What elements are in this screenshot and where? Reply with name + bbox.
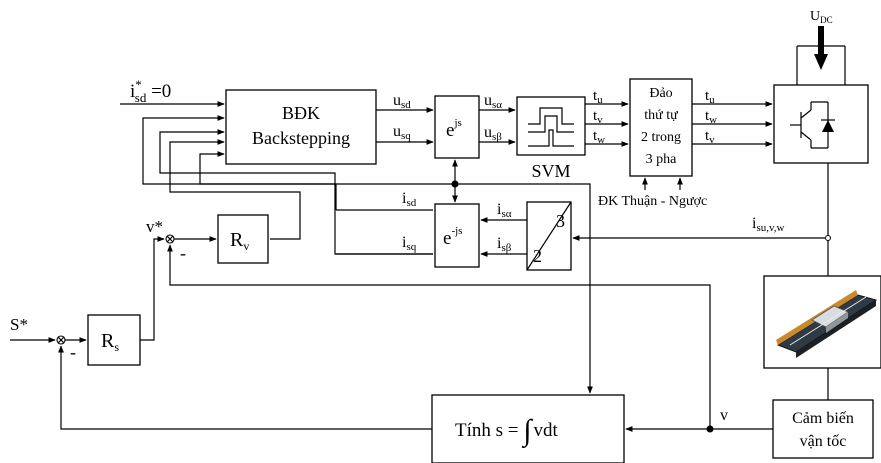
reorder-line-1: Đảo bbox=[649, 86, 672, 101]
position-summing-junction bbox=[56, 335, 66, 345]
sensor-label-line2: vận tốc bbox=[800, 433, 847, 450]
rs-label: Rs bbox=[101, 330, 119, 354]
integrator-label: Tính s = ∫vdt bbox=[455, 414, 558, 449]
svm-label: SVM bbox=[531, 161, 570, 181]
t-out-top-label: tu bbox=[705, 88, 715, 106]
isq-label: isq bbox=[402, 234, 417, 253]
t-out-bot-label: tv bbox=[705, 128, 715, 146]
isbeta-label: isβ bbox=[497, 235, 512, 254]
inverse-park-block: e-js bbox=[434, 203, 480, 268]
usalpha-label: usα bbox=[484, 92, 502, 111]
reorder-line-2: thứ tự bbox=[644, 108, 678, 123]
park-label: ejs bbox=[446, 117, 462, 141]
phase-reorder-block: Đảo thứ tự 2 trong 3 pha bbox=[629, 78, 693, 177]
s-feedback-wire bbox=[58, 345, 432, 430]
t-svm-top-label: tu bbox=[593, 88, 603, 106]
isd-ref-label: i*sd =0 bbox=[130, 77, 171, 105]
direction-label: ĐK Thuận - Ngược bbox=[598, 194, 707, 209]
bdk-backstepping-block: BĐK Backstepping bbox=[225, 89, 377, 165]
v-label: v bbox=[720, 407, 728, 424]
isd-label: isd bbox=[402, 190, 417, 209]
isuvw-label: isu,v,w bbox=[752, 215, 785, 234]
position-integrator-block: Tính s = ∫vdt bbox=[431, 394, 625, 463]
inverter-block bbox=[773, 84, 869, 164]
minus-speed-label: - bbox=[180, 243, 186, 263]
usbeta-label: usβ bbox=[484, 124, 502, 143]
speed-sensor-block: Cảm biến vận tốc bbox=[772, 399, 874, 459]
clarke-top-label: 3 bbox=[556, 211, 565, 231]
t-out-mid-label: tw bbox=[705, 108, 717, 126]
svm-pulse-2 bbox=[528, 115, 574, 133]
minus-position-label: - bbox=[70, 342, 76, 362]
t-svm-mid-label: tv bbox=[593, 108, 603, 126]
svm-pulse-3 bbox=[528, 129, 574, 147]
motor-image bbox=[763, 275, 881, 369]
usq-label: usq bbox=[393, 123, 411, 142]
inverse-park-label: e-js bbox=[443, 225, 462, 249]
reorder-line-4: 3 pha bbox=[646, 152, 678, 167]
isalpha-label: isα bbox=[497, 201, 512, 220]
svm-block: SVM bbox=[516, 96, 586, 181]
sensor-label-line1: Cảm biến bbox=[792, 410, 854, 427]
rs-controller-block: Rs bbox=[87, 314, 141, 366]
vref-label: v* bbox=[146, 217, 163, 236]
udc-arrow-head bbox=[814, 54, 828, 70]
udc-label: UDC bbox=[810, 9, 833, 25]
t-svm-bot-label: tw bbox=[593, 128, 605, 146]
clarke-transform-block: 3 2 bbox=[526, 201, 572, 271]
v-feedback-wire bbox=[167, 244, 711, 429]
bdk-input-vref-wire bbox=[169, 139, 301, 240]
diode-icon bbox=[822, 120, 834, 132]
rv-controller-block: Rv bbox=[217, 214, 269, 264]
sref-label: S* bbox=[10, 315, 28, 334]
reorder-line-3: 2 trong bbox=[641, 130, 681, 145]
bdk-input-angle-wire bbox=[199, 151, 455, 185]
speed-summing-junction bbox=[165, 234, 175, 244]
rs-vref-wire bbox=[140, 236, 165, 341]
svm-pulse-1 bbox=[528, 107, 574, 125]
park-transform-block: ejs bbox=[434, 95, 480, 159]
bdk-label-line2: Backstepping bbox=[252, 128, 350, 148]
bdk-input-isd-wire bbox=[142, 115, 337, 210]
bdk-label-line1: BĐK bbox=[282, 103, 320, 123]
usd-label: usd bbox=[393, 92, 411, 111]
angle-from-integrator bbox=[455, 183, 593, 394]
rv-label: Rv bbox=[230, 229, 249, 253]
clarke-bottom-label: 2 bbox=[533, 246, 542, 266]
